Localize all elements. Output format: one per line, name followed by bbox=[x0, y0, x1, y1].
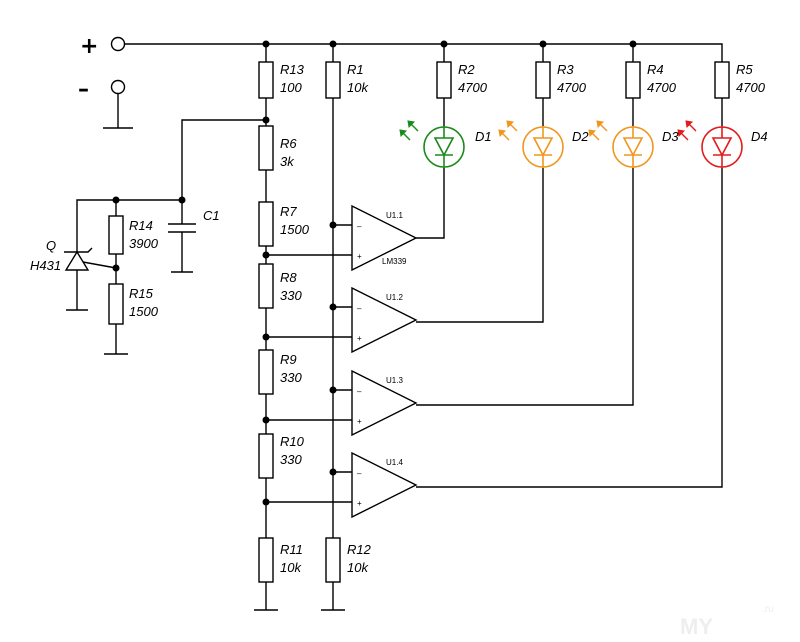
reference-chain bbox=[321, 44, 345, 611]
r14-name: R14 bbox=[129, 218, 153, 233]
d1-name: D1 bbox=[475, 129, 492, 144]
resistor-r6 bbox=[258, 125, 274, 171]
u1-1-inverting-pin: – bbox=[357, 222, 362, 231]
led-branch-d3 bbox=[588, 44, 654, 168]
r3-name: R3 bbox=[557, 62, 574, 77]
r4-value: 4700 bbox=[647, 80, 677, 95]
watermark: MY bbox=[680, 614, 713, 639]
r11-value: 10k bbox=[280, 560, 302, 575]
r7-value: 1500 bbox=[280, 222, 310, 237]
led-anode-triangle bbox=[433, 137, 455, 157]
r6-value: 3k bbox=[280, 154, 295, 169]
resistor-r2 bbox=[436, 61, 452, 99]
r8-value: 330 bbox=[280, 288, 302, 303]
r9-value: 330 bbox=[280, 370, 302, 385]
resistor-r12 bbox=[325, 537, 341, 583]
resistor-r14 bbox=[108, 215, 124, 255]
u1-4-noninverting-pin: + bbox=[357, 499, 362, 508]
u1-4-inverting-pin: – bbox=[357, 469, 362, 478]
led-anode-triangle bbox=[622, 137, 644, 157]
resistor-r8 bbox=[258, 263, 274, 309]
junction-dots bbox=[112, 40, 637, 506]
plus-terminal-label: + bbox=[80, 34, 98, 59]
u1-1-name: U1.1 bbox=[386, 211, 403, 220]
r2-value: 4700 bbox=[458, 80, 488, 95]
r15-name: R15 bbox=[129, 286, 154, 301]
c1-name: C1 bbox=[203, 208, 220, 223]
led-anode-triangle bbox=[711, 137, 733, 157]
reference-section bbox=[64, 119, 266, 355]
r7-name: R7 bbox=[280, 204, 297, 219]
q-part: H431 bbox=[30, 258, 61, 273]
r5-value: 4700 bbox=[736, 80, 766, 95]
r1-name: R1 bbox=[347, 62, 364, 77]
tl431-symbol bbox=[64, 250, 90, 271]
resistor-r13 bbox=[258, 61, 274, 99]
r2-name: R2 bbox=[458, 62, 475, 77]
resistor-r3 bbox=[535, 61, 551, 99]
r8-name: R8 bbox=[280, 270, 297, 285]
supply-rail bbox=[124, 43, 723, 62]
led-d2 bbox=[498, 120, 564, 168]
comparator-u1-2 bbox=[266, 168, 544, 354]
led-d4 bbox=[677, 120, 743, 168]
resistor-r10 bbox=[258, 433, 274, 479]
u1-1-noninverting-pin: + bbox=[357, 252, 362, 261]
resistor-r11 bbox=[258, 537, 274, 583]
r15-value: 1500 bbox=[129, 304, 159, 319]
resistor-r15 bbox=[108, 283, 124, 325]
u1-3-inverting-pin: – bbox=[357, 387, 362, 396]
u1-2-name: U1.2 bbox=[386, 293, 403, 302]
led-branch-d1 bbox=[399, 44, 465, 168]
minus-terminal bbox=[110, 79, 126, 95]
led-d3 bbox=[588, 120, 654, 168]
d4-name: D4 bbox=[751, 129, 768, 144]
led-branch-d4 bbox=[677, 61, 743, 168]
r10-value: 330 bbox=[280, 452, 302, 467]
r11-name: R11 bbox=[280, 542, 303, 557]
plus-terminal bbox=[110, 36, 126, 52]
resistor-r1 bbox=[325, 61, 341, 99]
r6-name: R6 bbox=[280, 136, 297, 151]
u1-4-name: U1.4 bbox=[386, 458, 403, 467]
r1-value: 10k bbox=[347, 80, 369, 95]
u1-1-part: LM339 bbox=[382, 257, 407, 266]
u1-2-inverting-pin: – bbox=[357, 304, 362, 313]
r13-value: 100 bbox=[280, 80, 302, 95]
led-anode-triangle bbox=[532, 137, 554, 157]
u1-2-noninverting-pin: + bbox=[357, 334, 362, 343]
u1-3-name: U1.3 bbox=[386, 376, 403, 385]
minus-terminal-label: – bbox=[78, 77, 89, 102]
r14-value: 3900 bbox=[129, 236, 159, 251]
q-name: Q bbox=[46, 238, 56, 253]
r9-name: R9 bbox=[280, 352, 297, 367]
r4-name: R4 bbox=[647, 62, 664, 77]
d3-name: D3 bbox=[662, 129, 679, 144]
led-branch-d2 bbox=[498, 44, 564, 168]
watermark-suffix: .ru bbox=[762, 604, 774, 615]
r13-name: R13 bbox=[280, 62, 305, 77]
r12-name: R12 bbox=[347, 542, 372, 557]
r5-name: R5 bbox=[736, 62, 753, 77]
divider-chain bbox=[254, 44, 278, 611]
r10-name: R10 bbox=[280, 434, 305, 449]
r12-value: 10k bbox=[347, 560, 369, 575]
u1-3-noninverting-pin: + bbox=[357, 417, 362, 426]
r3-value: 4700 bbox=[557, 80, 587, 95]
d2-name: D2 bbox=[572, 129, 589, 144]
comparator-u1-3 bbox=[266, 168, 634, 437]
resistor-r7 bbox=[258, 201, 274, 247]
resistor-r4 bbox=[625, 61, 641, 99]
led-d1 bbox=[399, 120, 465, 168]
comparator-u1-1 bbox=[266, 168, 445, 272]
resistor-r5 bbox=[714, 61, 730, 99]
resistor-r9 bbox=[258, 349, 274, 395]
comparator-u1-4 bbox=[266, 168, 723, 519]
